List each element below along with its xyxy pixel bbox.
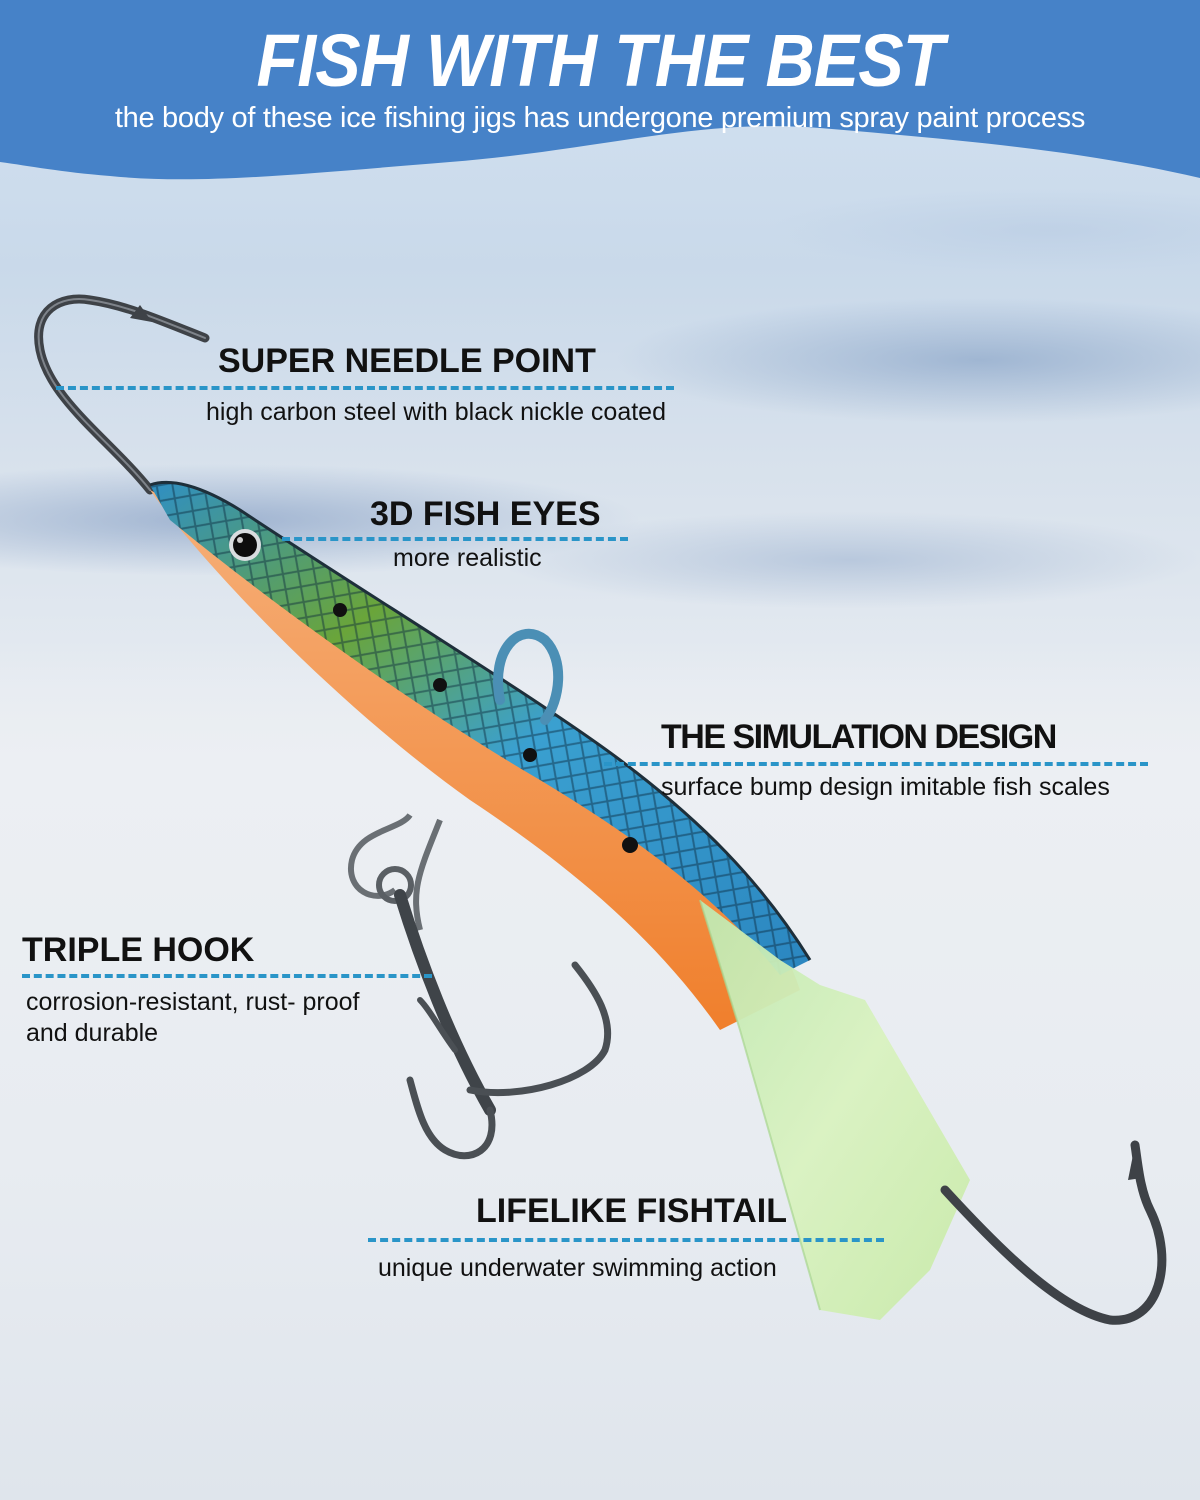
subheadline: the body of these ice fishing jigs has u… [114, 102, 1086, 134]
callout-title: 3D FISH EYES [370, 495, 601, 533]
rear-hook-icon [940, 1140, 1167, 1325]
callout-description: high carbon steel with black nickle coat… [206, 398, 666, 426]
dashed-divider [368, 1238, 884, 1242]
callout-description-line-1: corrosion-resistant, rust- proof [26, 988, 360, 1016]
fish-eye-icon [229, 529, 261, 561]
fishtail-icon [700, 900, 970, 1320]
callout-description: unique underwater swimming action [378, 1254, 777, 1282]
callout-title: TRIPLE HOOK [22, 931, 255, 969]
callout-description: surface bump design imitable fish scales [661, 773, 1110, 801]
dashed-divider [282, 537, 628, 541]
callout-title: THE SIMULATION DESIGN [661, 718, 1057, 756]
callout-description-line-2: and durable [26, 1019, 159, 1047]
front-hook-icon [34, 294, 210, 495]
callout-description: more realistic [393, 544, 542, 572]
banner-wave-shape [0, 0, 1200, 180]
treble-hook-icon [347, 812, 612, 1160]
line-tie-loop [493, 628, 564, 725]
headline: FISH WITH THE BEST [256, 19, 945, 102]
callout-title: SUPER NEEDLE POINT [218, 342, 596, 380]
dashed-divider [22, 974, 432, 978]
callout-title: LIFELIKE FISHTAIL [476, 1192, 788, 1230]
dashed-divider [604, 762, 1148, 766]
header-banner: FISH WITH THE BEST the body of these ice… [0, 0, 1200, 180]
dashed-divider [56, 386, 674, 390]
